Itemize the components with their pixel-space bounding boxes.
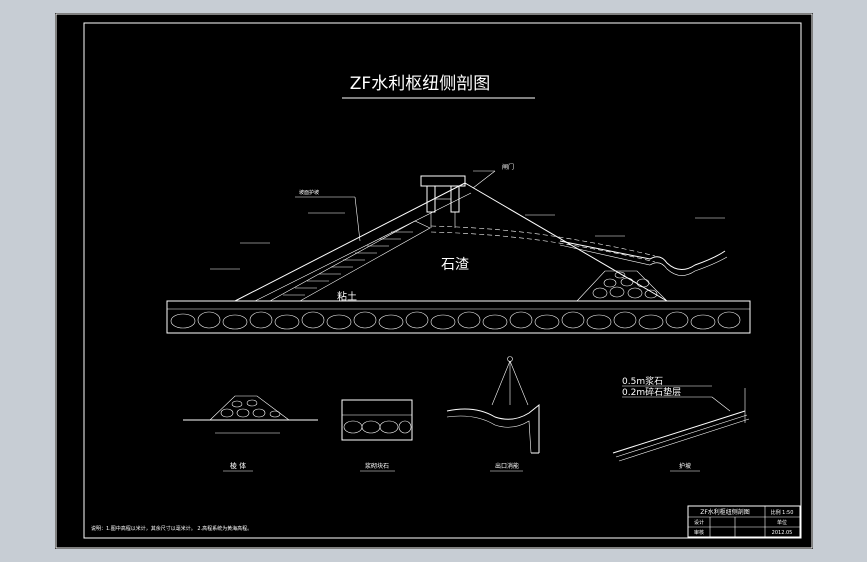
dam-section: 坡面护坡 闸门 石渣 粘土 bbox=[166, 163, 751, 334]
drawing-note: 说明：1.图中高程以米计，其余尺寸以毫米计。 2.高程系统为黄海高程。 bbox=[91, 525, 252, 532]
label-gate: 闸门 bbox=[502, 163, 514, 171]
caption-detail4: 护坡 bbox=[679, 462, 691, 470]
toe-prism bbox=[576, 270, 668, 302]
section-drawing: ZF水利枢纽侧剖图 bbox=[55, 13, 813, 549]
label-layer1: 0.5m浆石 bbox=[622, 375, 663, 387]
title-block-check: 审核 bbox=[694, 529, 704, 536]
title-block: ZF水利枢纽侧剖图 比例 1:50 设计 审核 单位 2012.05 bbox=[687, 505, 801, 538]
outlet-channel bbox=[559, 240, 726, 270]
inner-frame bbox=[83, 22, 802, 539]
drain-pipe bbox=[430, 225, 656, 257]
caption-detail3: 出口消能 bbox=[495, 462, 519, 470]
title-block-date: 2012.05 bbox=[772, 530, 793, 536]
label-clay: 粘土 bbox=[337, 290, 357, 303]
drawing-title: ZF水利枢纽侧剖图 bbox=[350, 74, 490, 94]
title-block-unit: 单位 bbox=[777, 519, 787, 526]
crest-block bbox=[420, 175, 466, 187]
caption-detail1: 棱 体 bbox=[230, 461, 246, 470]
outer-frame bbox=[55, 13, 813, 549]
title-block-scale: 比例 1:50 bbox=[771, 509, 794, 516]
foundation bbox=[166, 300, 751, 334]
title-block-design: 设计 bbox=[694, 519, 704, 526]
drawing-canvas: ZF水利枢纽侧剖图 bbox=[55, 13, 813, 549]
detail-prism: 棱 体 bbox=[183, 395, 318, 472]
title-block-name: ZF水利枢纽侧剖图 bbox=[700, 508, 750, 516]
label-slope-protection: 坡面护坡 bbox=[299, 189, 319, 196]
label-main-fill: 石渣 bbox=[441, 257, 469, 273]
detail-masonry: 浆砌块石 bbox=[341, 399, 413, 472]
upstream-slope bbox=[234, 182, 466, 302]
clay-core bbox=[269, 220, 431, 302]
detail-slope: 0.5m浆石 0.2m碎石垫层 护坡 bbox=[612, 375, 750, 472]
label-layer2: 0.2m碎石垫层 bbox=[622, 386, 681, 398]
foundation-stones bbox=[170, 311, 741, 330]
detail-outlet: 出口消能 bbox=[446, 356, 540, 472]
caption-detail2: 浆砌块石 bbox=[365, 462, 389, 470]
